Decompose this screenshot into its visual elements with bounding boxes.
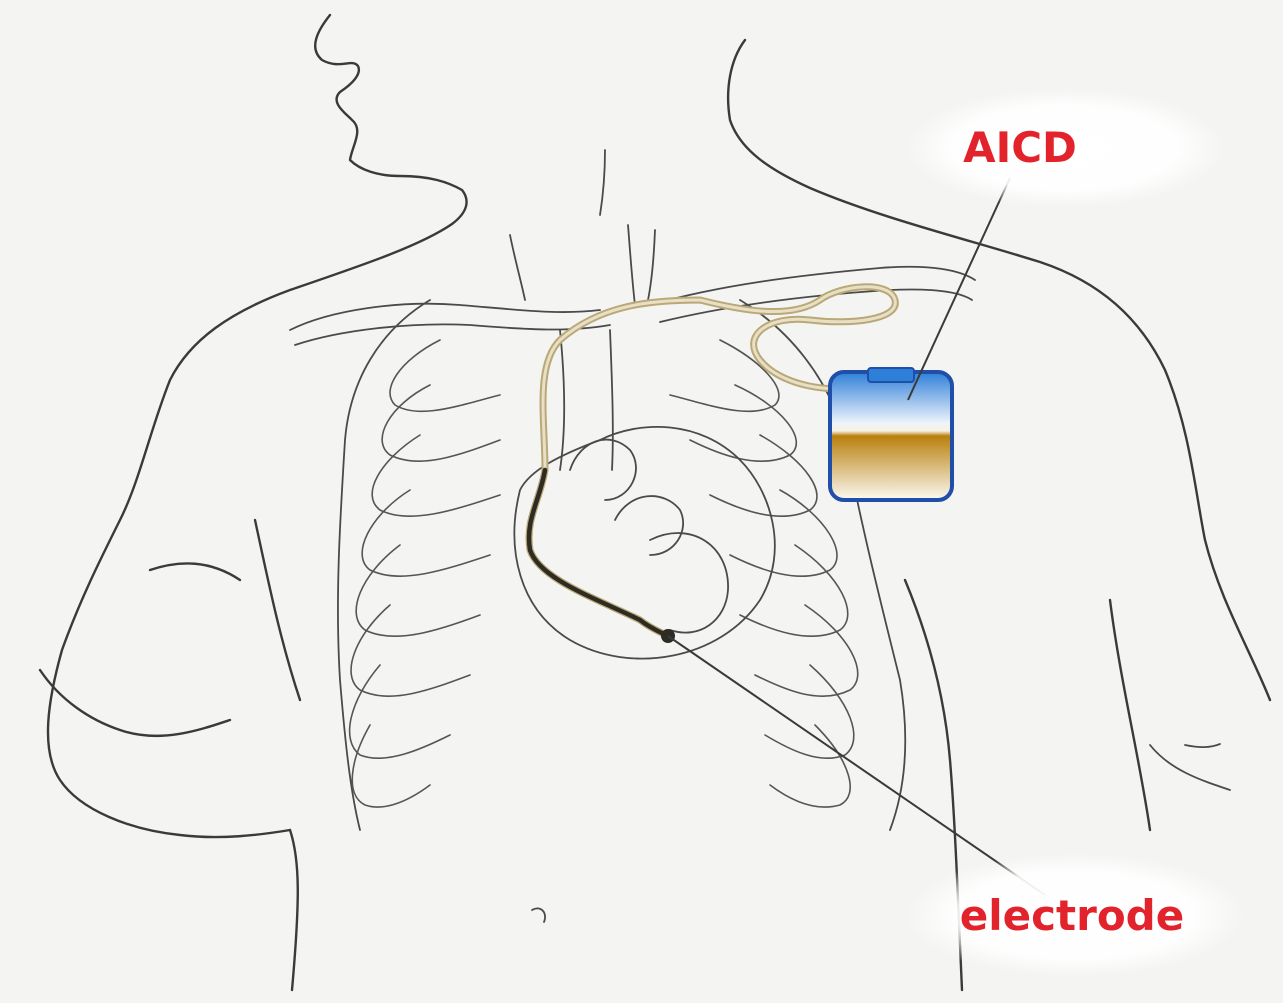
electrode-leader-line bbox=[668, 636, 1045, 895]
device-label: AICD bbox=[963, 123, 1077, 172]
ribcage bbox=[338, 300, 905, 830]
aicd-device bbox=[830, 368, 952, 500]
electrode-label: electrode bbox=[960, 891, 1184, 940]
